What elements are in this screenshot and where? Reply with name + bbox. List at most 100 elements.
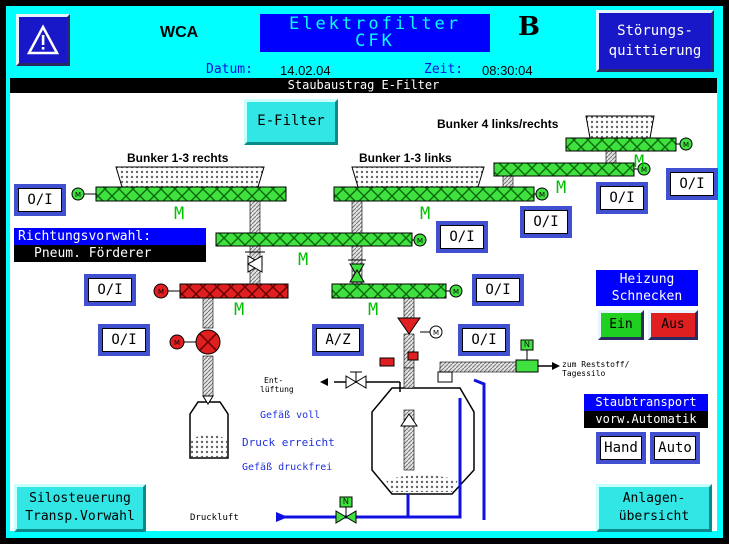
motor-icon: M M M M M M M M M	[71, 137, 693, 350]
screw-conveyor	[333, 186, 535, 202]
air-valve	[335, 510, 347, 524]
valve-label: N	[343, 497, 349, 506]
reststoff-line-1: zum Reststoff/	[562, 360, 630, 369]
inlet-pipe	[403, 333, 415, 369]
oi-button-green-conveyor[interactable]: O/I	[472, 274, 524, 306]
direction-value[interactable]: Pneum. Förderer	[14, 245, 206, 262]
svg-text:M: M	[539, 191, 545, 199]
motor-symbol: M	[174, 204, 185, 224]
hand-label: Hand	[600, 436, 642, 460]
vent-line-1: Ent-	[264, 376, 284, 385]
oi-button-red-conveyor[interactable]: O/I	[84, 274, 136, 306]
dust-transport-box: Staubtransport vorw.Automatik	[584, 394, 708, 428]
screw-conveyor	[215, 232, 413, 247]
sensor-red	[379, 357, 395, 367]
oi-button-bunker-4-lower[interactable]: O/I	[520, 206, 572, 238]
motor-symbol: M	[234, 300, 245, 320]
az-label: A/Z	[316, 328, 360, 352]
chute	[202, 297, 214, 329]
chute	[605, 150, 617, 164]
overview-line-1: Anlagen-	[622, 491, 686, 506]
chute	[351, 199, 363, 235]
date-label: Datum:	[206, 62, 253, 77]
bunker-1-3-links-label: Bunker 1-3 links	[359, 151, 452, 165]
compressed-air-label: Druckluft	[190, 513, 239, 523]
oi-label: O/I	[524, 210, 568, 234]
bunker-hopper-1-3-rechts	[115, 166, 265, 188]
bunker-4-label: Bunker 4 links/rechts	[437, 117, 559, 131]
oi-label: O/I	[476, 278, 520, 302]
plant-code: WCA	[160, 24, 199, 41]
reststoff-line-2: Tagessilo	[562, 369, 606, 378]
pressure-reached-status: Druck erreicht	[242, 436, 335, 449]
heating-on-button[interactable]: Ein	[598, 310, 644, 340]
bunker-hopper-1-3-links	[351, 166, 485, 188]
oi-label: O/I	[88, 278, 132, 302]
datetime-row: Datum: 14.02.04 Zeit: 08:30:04	[200, 62, 560, 78]
svg-text:M: M	[158, 288, 164, 296]
oi-button-rotary-feeder[interactable]: O/I	[98, 324, 150, 356]
bunker-1-3-rechts-label: Bunker 1-3 rechts	[127, 151, 229, 165]
direction-preselect-box: Richtungsvorwahl: Pneum. Förderer	[14, 228, 206, 262]
svg-text:M: M	[174, 339, 180, 347]
heating-panel-title: Heizung Schnecken	[596, 270, 698, 306]
silo-line-2: Transp.Vorwahl	[25, 509, 135, 524]
silo-control-button[interactable]: Silosteuerung Transp.Vorwahl	[14, 484, 146, 532]
bunker-hopper-4	[585, 115, 655, 139]
auto-button[interactable]: Auto	[650, 432, 700, 464]
oi-button-bunker-4-mid[interactable]: O/I	[596, 182, 648, 214]
chute	[249, 199, 261, 235]
oi-button-vessel-outlet[interactable]: O/I	[458, 324, 510, 356]
screw-conveyor	[493, 162, 635, 177]
oi-button-collector[interactable]: O/I	[436, 221, 488, 253]
valve-label: N	[524, 340, 530, 349]
company-logo: B	[518, 12, 540, 42]
date-value: 14.02.04	[280, 63, 331, 78]
svg-text:M: M	[75, 191, 81, 199]
page-title: Elektrofilter CFK	[260, 14, 490, 52]
dust-transport-mode: vorw.Automatik	[584, 411, 708, 428]
fault-acknowledge-button[interactable]: Störungs- quittierung	[596, 10, 714, 72]
e-filter-button[interactable]: E-Filter	[244, 99, 338, 145]
motor-symbol: M	[634, 152, 645, 172]
chute	[403, 297, 415, 319]
vessel-outlet	[403, 367, 415, 389]
screw-conveyor	[331, 283, 447, 299]
overview-line-2: übersicht	[618, 509, 690, 524]
direction-title: Richtungsvorwahl:	[14, 228, 206, 245]
vessel-depressurized-status: Gefäß druckfrei	[242, 462, 333, 473]
plant-overview-button[interactable]: Anlagen- übersicht	[596, 484, 712, 532]
svg-text:M: M	[453, 288, 459, 296]
heating-line-1: Heizung	[619, 272, 675, 287]
hand-button[interactable]: Hand	[596, 432, 646, 464]
section-title-bar: Staubaustrag E-Filter	[10, 78, 717, 93]
screw-conveyor	[565, 137, 677, 152]
vessel-full-status: Gefäß voll	[260, 410, 321, 421]
chute	[202, 355, 214, 397]
alarm-button[interactable]	[16, 14, 70, 66]
warning-triangle-icon	[26, 24, 60, 55]
screw-conveyor-red	[179, 283, 289, 299]
reststoff-label: zum Reststoff/ Tagessilo	[562, 360, 629, 378]
pressure-vessel	[371, 387, 475, 495]
auto-label: Auto	[654, 436, 696, 460]
vent-label: Ent- lüftung	[260, 376, 294, 394]
vent-valve	[345, 375, 357, 389]
time-value: 08:30:04	[482, 63, 533, 78]
screw-conveyor	[95, 186, 287, 202]
oi-label: O/I	[670, 172, 714, 196]
oi-button-bunker-rechts[interactable]: O/I	[14, 184, 66, 216]
vent-line-2: lüftung	[260, 385, 294, 394]
svg-text:M: M	[641, 166, 647, 174]
az-button-vessel[interactable]: A/Z	[312, 324, 364, 356]
heating-off-button[interactable]: Aus	[648, 310, 698, 340]
ack-line-1: Störungs-	[617, 23, 693, 39]
title-line-1: Elektrofilter	[288, 14, 462, 34]
oi-label: O/I	[462, 328, 506, 352]
heating-line-2: Schnecken	[611, 289, 683, 304]
svg-text:M: M	[683, 141, 689, 149]
oi-button-bunker-4-upper[interactable]: O/I	[666, 168, 718, 200]
ack-line-2: quittierung	[608, 43, 702, 59]
motor-symbol: M	[368, 300, 379, 320]
